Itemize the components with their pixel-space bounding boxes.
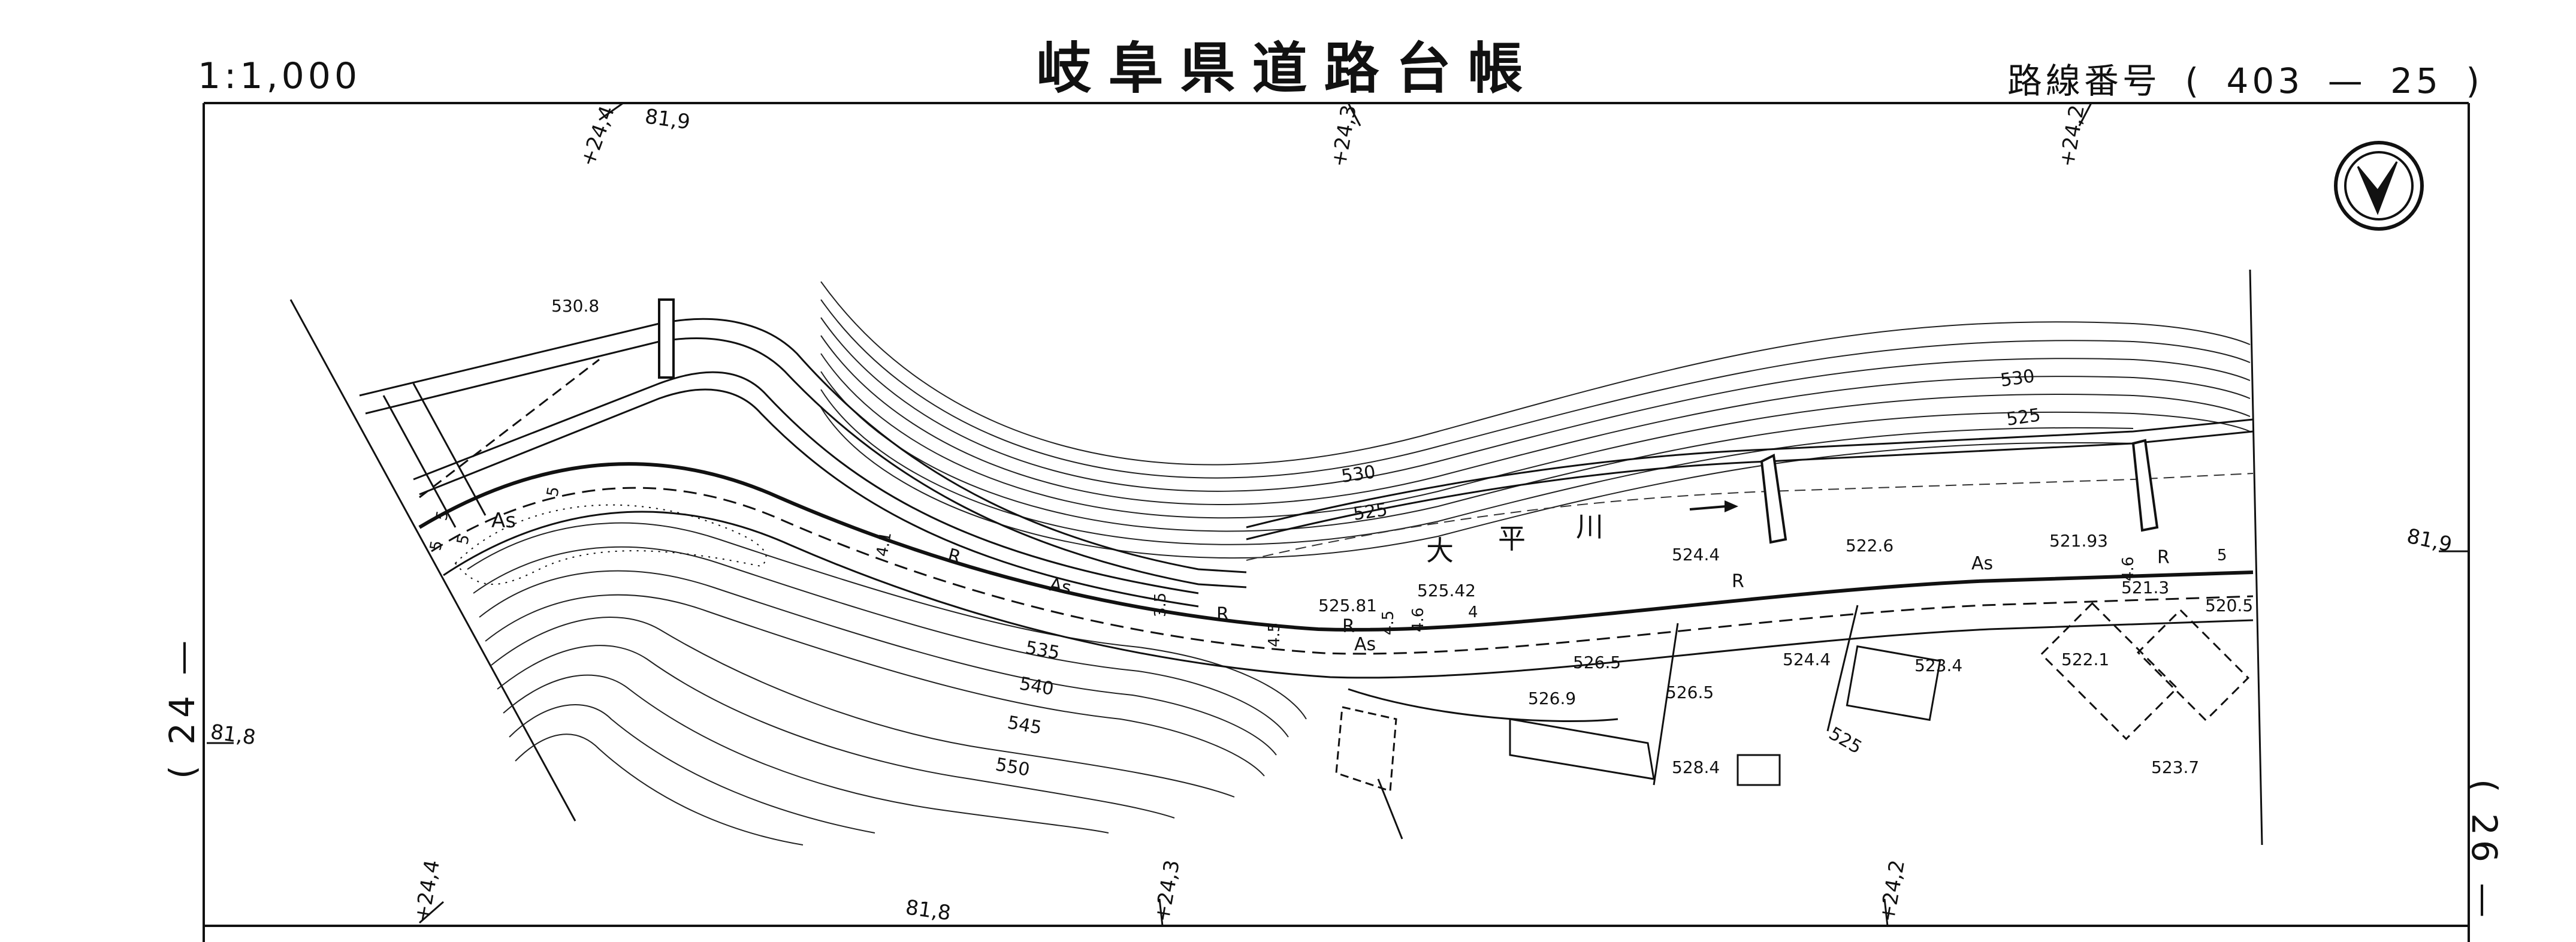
road-width: 4.6 (2119, 557, 2137, 581)
road-r-label: R (1216, 604, 1229, 625)
river-name-char: 平 (1498, 523, 1526, 555)
main-road (418, 462, 2254, 679)
spot-height: 523.4 (1914, 656, 1962, 675)
side-road (382, 358, 600, 528)
road-width: 5 (2217, 547, 2227, 564)
parcels (1335, 602, 2250, 840)
contour-label: 535 (1024, 637, 1061, 663)
map-title: 岐阜県道路台帳 (1036, 37, 1540, 101)
flow-arrow-icon (1689, 500, 1738, 513)
contour-label: 525 (2005, 404, 2042, 430)
grid-tick-label: +24,4 (576, 102, 620, 170)
spot-height: 526.5 (1573, 653, 1621, 672)
contour-label: 525 (1825, 723, 1865, 759)
grid-tick-label: 81,8 (904, 895, 953, 925)
spot-height: 525.42 (1417, 581, 1476, 600)
road-r-label: R (1342, 616, 1355, 637)
spot-height: 526.5 (1666, 683, 1714, 702)
grid-tick-label: +24,2 (2055, 103, 2089, 169)
spot-height: 521.93 (2049, 531, 2108, 551)
spot-height: 522.6 (1846, 536, 1894, 555)
spot-heights: 530.8 524.4 522.6 521.93 521.3 525.81 52… (551, 296, 2253, 777)
grid-tick-label: 81,9 (2405, 524, 2454, 557)
road-width: 5 (427, 539, 446, 552)
road-r-label: R (1732, 571, 1744, 592)
map-frame (203, 102, 2470, 942)
grid-ticks (207, 102, 2468, 926)
road-width: 5 (454, 533, 473, 547)
map-scale: 1:1,000 (198, 55, 361, 97)
road-width: 4.5 (1379, 611, 1397, 635)
road-width: 4 (1468, 603, 1478, 621)
contour-label: 530 (1340, 461, 1377, 487)
road-r-label: R (2157, 547, 2170, 568)
road-width: 4.1 (873, 530, 895, 558)
river-walls (359, 318, 2254, 608)
spot-height: 528.4 (1672, 757, 1720, 777)
spot-height: 521.3 (2121, 578, 2169, 597)
route-number: 路線番号 ( 403 — 25 ) (2007, 53, 2493, 103)
route-dash: — (2327, 61, 2366, 101)
surface-label: As (1048, 574, 1073, 599)
road-width: 4.5 (1266, 623, 1284, 647)
surface-label: As (491, 509, 516, 533)
road-width: 3.5 (1152, 593, 1170, 617)
grid-tick-label: 81,8 (209, 720, 258, 750)
road-width: 5 (543, 485, 563, 499)
river-name-char: 川 (1576, 511, 1603, 543)
route-main: 403 (2226, 61, 2304, 101)
spot-height: 520.5 (2205, 596, 2253, 615)
route-sub: 25 (2390, 61, 2442, 101)
spot-height: 525.81 (1318, 596, 1377, 615)
grid-tick-label: 81,9 (644, 104, 692, 134)
route-label: 路線番号 (2007, 61, 2161, 101)
north-arrow-icon (2334, 141, 2424, 231)
route-open: ( (2185, 61, 2203, 101)
contour-label: 540 (1018, 673, 1055, 699)
contour-label: 525 (1352, 499, 1389, 525)
grid-tick-label: +24,2 (1875, 858, 1909, 924)
surface-label: As (1354, 634, 1376, 655)
spot-height: 526.9 (1528, 689, 1576, 708)
spot-height: 523.7 (2151, 757, 2199, 777)
river-name-char: 大 (1426, 535, 1454, 567)
contour-label: 530 (1999, 366, 2036, 391)
contour-label: 545 (1006, 712, 1043, 738)
contours-north (820, 281, 2251, 559)
road-width: 5 (433, 509, 452, 523)
road-width: 4.6 (1409, 608, 1427, 632)
map-boundary (289, 269, 2263, 846)
bridge-structures (658, 298, 2159, 544)
route-close: ) (2466, 61, 2484, 101)
contour-label: 550 (994, 754, 1031, 780)
spot-height: 524.4 (1783, 650, 1831, 669)
spot-height: 530.8 (551, 296, 599, 316)
grid-tick-label: +24,4 (410, 858, 444, 924)
grid-tick-label: +24,3 (1150, 858, 1184, 924)
road-marks: As As As As R R R R R 5 5 5 5 4.1 3.5 4.… (427, 485, 2227, 655)
surface-label: As (1971, 553, 1993, 574)
river-bed (1246, 473, 2254, 561)
grid-tick-label: +24,3 (1327, 103, 1361, 169)
spot-height: 524.4 (1672, 545, 1720, 564)
spot-height: 522.1 (2061, 650, 2109, 669)
contours-south (467, 522, 1307, 846)
